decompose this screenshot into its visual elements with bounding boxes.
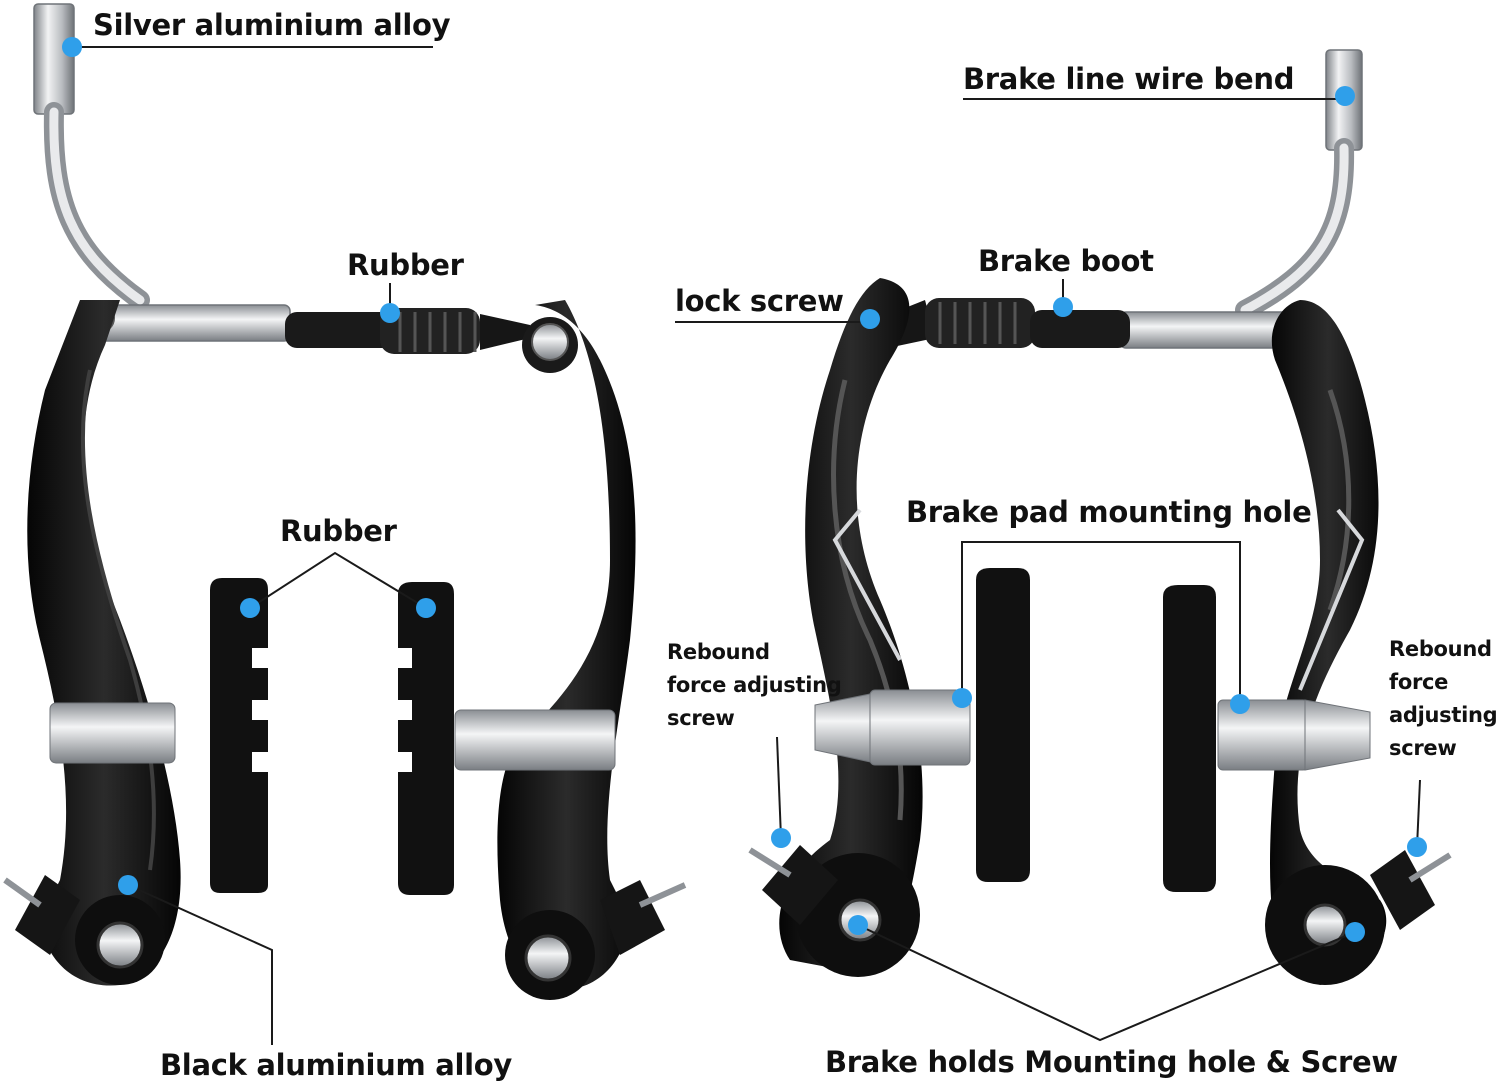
label-line: force adjusting <box>667 673 842 697</box>
label-brake-pad-mounting-hole: Brake pad mounting hole <box>906 495 1312 529</box>
callout-dot <box>416 598 436 618</box>
callout-dot <box>1230 694 1250 714</box>
label-line: force <box>1389 670 1449 694</box>
label-black-aluminium-alloy: Black aluminium alloy <box>160 1048 513 1082</box>
left-brake-boot <box>285 308 530 354</box>
callout-dot <box>1335 86 1355 106</box>
left-brake-pad-2 <box>398 582 454 895</box>
label-brake-line-wire-bend: Brake line wire bend <box>963 62 1295 96</box>
label-brake-holds-mounting-hole: Brake holds Mounting hole & Screw <box>825 1045 1398 1079</box>
callout-dot <box>771 828 791 848</box>
right-brake-boot <box>880 298 1130 348</box>
callout-dot <box>1345 922 1365 942</box>
left-brake <box>3 3 687 1000</box>
label-line: Rebound <box>1389 637 1492 661</box>
left-link-arm <box>89 304 291 342</box>
label-line: screw <box>667 706 735 730</box>
label-rubber-pads: Rubber <box>280 514 397 548</box>
right-brake-pad-2 <box>1163 585 1216 892</box>
left-brake-pad-1 <box>210 578 268 893</box>
callout-dots <box>62 37 1427 942</box>
callout-dot <box>848 915 868 935</box>
callout-dot <box>118 875 138 895</box>
label-rubber-boot-left: Rubber <box>347 248 464 282</box>
callout-dot <box>860 309 880 329</box>
label-brake-boot: Brake boot <box>978 244 1154 278</box>
right-caliper-arm-left <box>779 278 923 975</box>
left-caliper-arm-right <box>497 300 636 990</box>
label-line: adjusting <box>1389 703 1498 727</box>
label-rebound-screw-right: Rebound force adjusting screw <box>1389 633 1498 765</box>
leader-lines <box>72 46 1421 1045</box>
left-noodle-cap <box>33 3 75 115</box>
callout-dot <box>380 303 400 323</box>
label-lock-screw: lock screw <box>675 284 844 318</box>
label-rebound-screw-left: Rebound force adjusting screw <box>667 636 842 735</box>
left-caliper-arm <box>27 300 181 986</box>
label-silver-aluminium-alloy: Silver aluminium alloy <box>93 8 451 42</box>
callout-dot <box>62 37 82 57</box>
callout-dot <box>952 688 972 708</box>
callout-dot <box>1407 837 1427 857</box>
callout-dot <box>1053 297 1073 317</box>
label-line: screw <box>1389 736 1457 760</box>
callout-dot <box>240 598 260 618</box>
right-caliper-arm-right <box>1270 300 1387 985</box>
label-line: Rebound <box>667 640 770 664</box>
left-lock-bolt <box>531 323 569 361</box>
right-brake-pad-1 <box>976 568 1030 882</box>
